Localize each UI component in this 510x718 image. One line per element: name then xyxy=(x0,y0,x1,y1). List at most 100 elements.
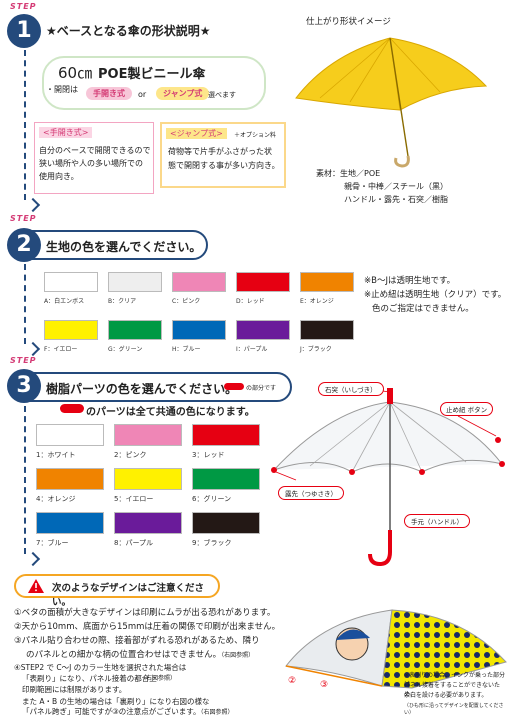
fig-mark: ③ xyxy=(320,680,329,690)
common-color-note: のパーツは全て共通の色になります。 xyxy=(86,407,255,418)
caution-line: 印刷範囲には制限があります。 xyxy=(22,684,126,695)
step3-guide xyxy=(24,406,26,554)
fabric-swatch[interactable] xyxy=(300,320,354,340)
jump-desc-box: <ジャンプ式> ＋オプション料 荷物等で片手がふさがった状 態で開閉する事が多い… xyxy=(160,122,286,188)
caution-line: のパネルとの細かな柄の位置合わせはできません。（右図参照） xyxy=(26,648,254,663)
printed-umbrella-diagram xyxy=(285,609,507,689)
fabric-swatch[interactable] xyxy=(300,272,354,292)
part-color-label: 7：ブルー xyxy=(36,539,69,547)
jump-desc-line: 態で開閉する事が多い方向き。 xyxy=(168,161,280,170)
fabric-swatch[interactable] xyxy=(44,272,98,292)
part-color-label: 3：レッド xyxy=(192,451,225,459)
fabric-swatch[interactable] xyxy=(172,272,226,292)
material-line: 素材：生地／POE xyxy=(316,169,381,178)
yellow-umbrella-illustration xyxy=(295,37,488,168)
caution-line: 「パネル跨ぎ」可能ですが③の注意点がございます。（右図参照） xyxy=(22,707,234,718)
product-box: 60㎝ POE製ビニール傘 ・開閉は 手開き式 or ジャンプ式 選べます xyxy=(42,56,266,110)
clear-umbrella-diagram xyxy=(271,387,505,567)
step1-guide xyxy=(24,50,26,200)
part-color-swatch[interactable] xyxy=(114,424,182,446)
fig-mark: ② xyxy=(288,676,297,686)
fabric-swatch[interactable] xyxy=(108,320,162,340)
caution-line: ①ベタの面積が大きなデザインは印刷にムラが出る恐れがあります。 xyxy=(14,608,276,618)
step1-tag: STEP xyxy=(10,2,37,11)
step3-tag: STEP xyxy=(10,356,37,365)
part-color-swatch[interactable] xyxy=(114,512,182,534)
part-color-label: 6：グリーン xyxy=(192,495,232,503)
select-suffix: 選べます xyxy=(208,91,236,99)
jump-desc-line: 荷物等で片手がふさがった状 xyxy=(168,147,272,156)
part-color-label: 9：ブラック xyxy=(192,539,232,547)
step2-number: 2 xyxy=(7,228,41,262)
fabric-note: ※B～Jは透明生地です。 xyxy=(364,276,456,286)
part-color-label: 5：イエロー xyxy=(114,495,154,503)
fabric-swatch[interactable] xyxy=(108,272,162,292)
fabric-swatch-label: G：グリーン xyxy=(108,346,143,353)
fabric-swatch-label: B：クリア xyxy=(108,298,137,305)
or-label: or xyxy=(138,90,147,99)
fig-note: （ひも形に沿ってデザインを配置してください） xyxy=(404,703,504,716)
red-parts-marker-icon xyxy=(224,383,244,390)
step2-tag: STEP xyxy=(10,214,37,223)
fabric-swatch-label: C：ピンク xyxy=(172,298,201,305)
fig-note: ※表刷りの場合、インクが乗った部分は xyxy=(404,672,506,688)
caution-line: ③パネル貼り合わせの際、接着部がずれる恐れがあるため、隣り xyxy=(14,636,260,646)
part-color-swatch[interactable] xyxy=(36,468,104,490)
material-line: 親骨・中棒／スチール（黒） xyxy=(344,182,448,191)
fabric-note: ※止め紐は透明生地（クリア）です。 xyxy=(364,290,507,300)
step3-number: 3 xyxy=(7,369,41,403)
fabric-swatch[interactable] xyxy=(172,320,226,340)
part-color-swatch[interactable] xyxy=(114,468,182,490)
callout-rib: 露先（つゆさき） xyxy=(278,486,344,500)
manual-desc-head: <手開き式> xyxy=(39,127,93,138)
fabric-swatch[interactable] xyxy=(236,320,290,340)
manual-desc-line: 自分のペースで開閉できるので xyxy=(39,146,151,155)
part-color-swatch[interactable] xyxy=(192,468,260,490)
caution-ref: （右図参照） xyxy=(221,652,255,659)
part-color-swatch[interactable] xyxy=(192,512,260,534)
caution-line: また A・B の生地の場合は「裏刷り」になり右図の様な xyxy=(22,697,210,706)
product-size: 60㎝ xyxy=(58,64,93,82)
fabric-note: 色のご指定はできません。 xyxy=(372,304,474,314)
step2-title: 生地の色を選んでください。 xyxy=(46,240,202,254)
step2-guide xyxy=(24,264,26,344)
part-color-swatch[interactable] xyxy=(192,424,260,446)
step1-title: ★ベースとなる傘の形状説明★ xyxy=(46,24,211,38)
fig-note: パネル接着をすることができないため、 xyxy=(404,682,501,698)
fabric-swatch-label: I：パープル xyxy=(236,346,268,353)
part-color-swatch[interactable] xyxy=(36,424,104,446)
caution-line-text: 「パネル跨ぎ」可能ですが③の注意点がございます。 xyxy=(22,707,201,716)
fabric-swatch-label: E：オレンジ xyxy=(300,298,334,305)
part-color-label: 4：オレンジ xyxy=(36,495,76,503)
fig-note: 余白を設ける必要があります。 xyxy=(404,692,488,699)
fabric-swatch-label: J：ブラック xyxy=(300,346,332,353)
callout-handle: 手元（ハンドル） xyxy=(404,514,470,528)
caution-line: 「表刷り」になり、パネル接着の都合上 xyxy=(22,674,157,683)
fabric-swatch[interactable] xyxy=(44,320,98,340)
caution-ref: （右図参照） xyxy=(200,709,234,716)
jump-type-pill: ジャンプ式 xyxy=(156,87,210,100)
caution-header-bar: 次のようなデザインはご注意ください。 xyxy=(14,574,220,608)
caution-line: ②天から10mm、底面から15mmは圧着の関係で印刷が出来ません。 xyxy=(14,622,281,632)
part-color-swatch[interactable] xyxy=(36,512,104,534)
fabric-swatch[interactable] xyxy=(236,272,290,292)
manual-type-pill: 手開き式 xyxy=(86,87,132,100)
step1-chevron xyxy=(25,197,41,213)
step1-number: 1 xyxy=(7,14,41,48)
step3-title: 樹脂パーツの色を選んでください。 xyxy=(46,382,238,396)
caution-line-text: 印刷範囲には制限があります。 xyxy=(22,685,127,694)
manual-desc-box: <手開き式> 自分のペースで開閉できるので 狭い場所や人の多い場所での 使用向き… xyxy=(34,122,154,194)
manual-desc-line: 狭い場所や人の多い場所での xyxy=(39,159,143,168)
part-color-label: 1：ホワイト xyxy=(36,451,76,459)
caution-line: ④STEP2 で C～J のカラー生地を選択された場合は xyxy=(14,663,187,672)
callout-button: 止め紐 ボタン xyxy=(440,402,494,416)
fabric-swatch-label: F：イエロー xyxy=(44,346,78,353)
product-name: POE製ビニール傘 xyxy=(98,67,206,82)
jump-desc-head: <ジャンプ式> xyxy=(166,128,227,139)
fabric-swatch-label: D：レッド xyxy=(236,298,265,305)
manual-desc-line: 使用向き。 xyxy=(39,172,79,181)
step3-header-bar: 樹脂パーツの色を選んでください。 の部分です xyxy=(8,372,292,402)
red-parts-marker-icon xyxy=(60,404,84,413)
callout-tip: 石突（いしづき） xyxy=(318,382,384,396)
part-color-label: 8：パープル xyxy=(114,539,154,547)
